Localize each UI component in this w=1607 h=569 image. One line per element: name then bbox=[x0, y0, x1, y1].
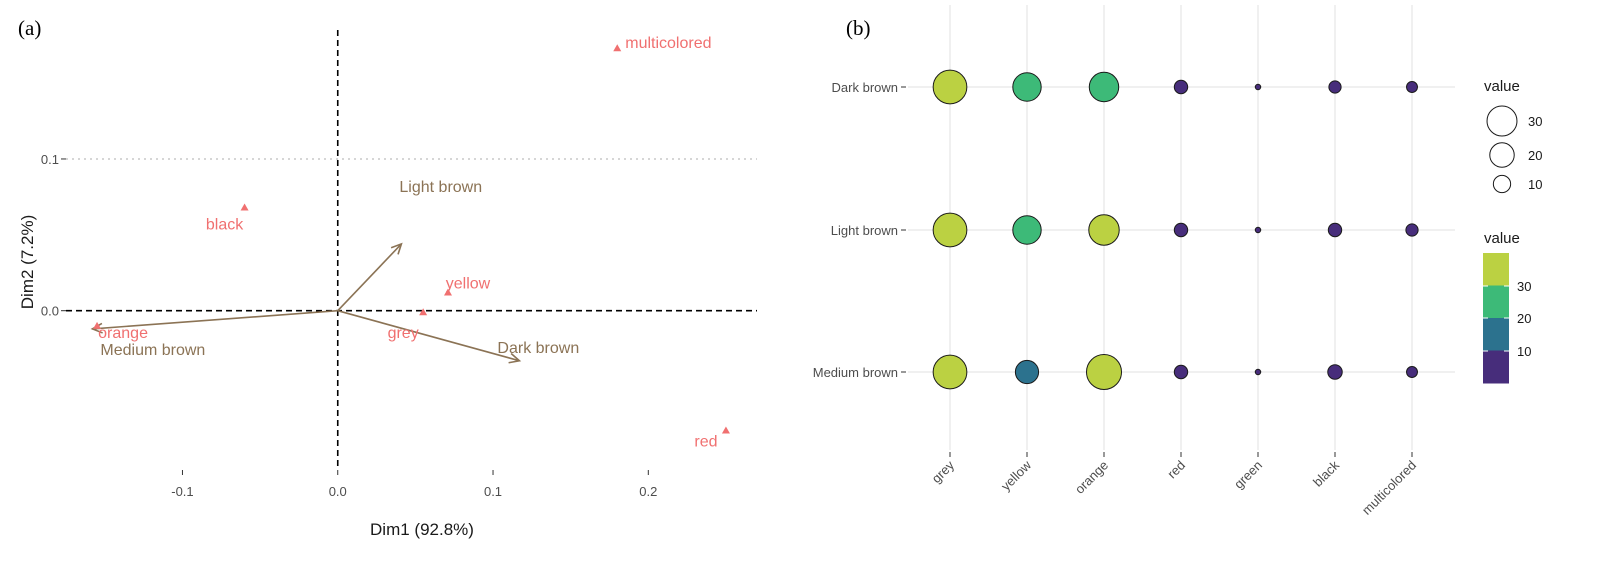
y-tick-label: 0.1 bbox=[41, 152, 59, 167]
column-arrow bbox=[337, 243, 402, 312]
x-axis-title: Dim1 (92.8%) bbox=[370, 520, 474, 539]
color-legend-swatch bbox=[1483, 318, 1509, 351]
color-legend-swatch bbox=[1483, 253, 1509, 286]
x-tick-label: 0.2 bbox=[639, 484, 657, 499]
color-legend-label: 20 bbox=[1517, 311, 1531, 326]
column-arrow bbox=[337, 309, 520, 362]
color-legend-swatch bbox=[1483, 350, 1509, 384]
column-label: black bbox=[1310, 457, 1342, 489]
balloon bbox=[1254, 226, 1262, 234]
balloon bbox=[1012, 72, 1042, 102]
size-legend-key bbox=[1486, 105, 1518, 137]
column-label: green bbox=[1231, 458, 1265, 492]
row-label: Medium brown bbox=[813, 365, 898, 380]
row-label: Light brown bbox=[831, 223, 898, 238]
balloon bbox=[1014, 359, 1040, 385]
balloon bbox=[1088, 71, 1120, 103]
panel-a-label: (a) bbox=[18, 16, 41, 40]
column-arrow-head bbox=[390, 242, 403, 255]
panel-b-label: (b) bbox=[846, 16, 871, 40]
y-axis-title: Dim2 (7.2%) bbox=[18, 215, 37, 309]
balloon bbox=[1173, 79, 1189, 95]
color-legend-label: 30 bbox=[1517, 279, 1531, 294]
size-legend-label: 20 bbox=[1528, 148, 1542, 163]
balloon bbox=[1406, 81, 1418, 93]
balloon bbox=[1173, 364, 1189, 380]
balloon bbox=[932, 212, 968, 248]
row-point bbox=[419, 308, 428, 316]
column-label: grey bbox=[929, 457, 958, 486]
column-label: red bbox=[1164, 458, 1188, 482]
x-tick-label: 0.1 bbox=[484, 484, 502, 499]
balloon bbox=[1328, 80, 1342, 94]
row-point-label: red bbox=[694, 434, 717, 451]
y-tick-label: 0.0 bbox=[41, 304, 59, 319]
row-point-label: yellow bbox=[446, 275, 491, 292]
column-label: orange bbox=[1072, 458, 1111, 497]
color-legend-label: 10 bbox=[1517, 344, 1531, 359]
column-arrow bbox=[92, 309, 338, 330]
row-point bbox=[443, 288, 452, 296]
balloon bbox=[1088, 214, 1120, 246]
column-arrow-label: Medium brown bbox=[100, 342, 205, 359]
row-point bbox=[613, 44, 622, 52]
column-label: multicolored bbox=[1359, 458, 1419, 518]
balloon bbox=[1254, 83, 1262, 91]
x-tick-label: 0.0 bbox=[329, 484, 347, 499]
color-legend-title: value bbox=[1484, 230, 1520, 247]
size-legend-key bbox=[1492, 174, 1512, 194]
column-arrow-label: Light brown bbox=[399, 179, 482, 196]
balloon bbox=[1086, 354, 1122, 390]
balloon bbox=[1327, 222, 1343, 238]
row-point bbox=[93, 321, 102, 329]
size-legend-key bbox=[1489, 142, 1515, 168]
column-label: yellow bbox=[998, 457, 1035, 494]
row-point-label: grey bbox=[388, 325, 419, 342]
color-legend-swatch bbox=[1483, 285, 1509, 319]
balloon bbox=[1012, 215, 1042, 245]
row-point-label: orange bbox=[98, 325, 148, 342]
size-legend-label: 10 bbox=[1528, 177, 1542, 192]
balloon bbox=[1406, 366, 1418, 378]
balloon bbox=[1254, 368, 1262, 376]
balloon bbox=[932, 69, 968, 105]
size-legend-title: value bbox=[1484, 78, 1520, 95]
row-point bbox=[721, 426, 730, 434]
row-point-label: multicolored bbox=[625, 35, 711, 52]
balloon bbox=[1327, 364, 1343, 380]
column-arrow-head bbox=[508, 352, 522, 364]
balloon bbox=[1405, 223, 1419, 237]
row-point-label: black bbox=[206, 217, 244, 234]
column-arrow-label: Dark brown bbox=[497, 340, 579, 357]
balloon bbox=[1173, 222, 1189, 238]
balloon bbox=[932, 354, 968, 390]
row-label: Dark brown bbox=[832, 80, 898, 95]
row-point bbox=[240, 203, 249, 211]
size-legend-label: 30 bbox=[1528, 114, 1542, 129]
x-tick-label: -0.1 bbox=[171, 484, 193, 499]
